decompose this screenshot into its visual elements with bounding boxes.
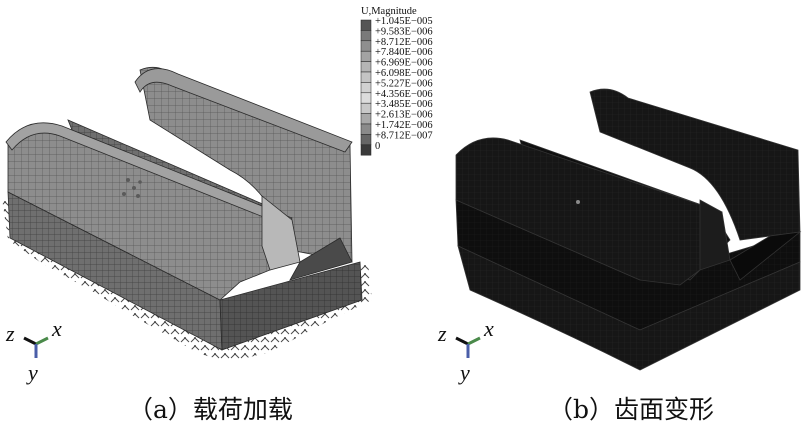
legend-value: +7.840E−006 [375,47,433,58]
legend-swatch [360,30,372,42]
deformed-front-tooth [455,137,723,286]
gear-mesh-model-loading [2,66,372,362]
legend-swatch [360,123,372,135]
z-axis-label: z [5,321,15,346]
z-axis-arrow [23,336,37,346]
legend-value: +1.742E−006 [375,120,433,131]
tooth-end-face [261,195,301,271]
deformation-marker [576,200,580,204]
load-markers [122,178,142,198]
contour-legend: U,Magnitude +1.045E−005+9.583E−006+8.712… [360,6,433,156]
legend-swatch [360,102,372,114]
legend-value: 0 [375,141,380,152]
deformed-rear-tooth [589,88,801,241]
legend-title: U,Magnitude [361,6,417,17]
legend-swatch [360,92,372,104]
legend-swatch [360,144,372,156]
legend-value: +9.583E−006 [375,26,433,37]
z-axis-arrow [455,336,469,346]
deformed-tooth-end [699,199,731,271]
legend-value: +6.098E−006 [375,68,433,79]
legend-swatch [360,50,372,62]
gear-mesh-model-deformation [455,88,802,371]
base-right-face [219,261,363,351]
legend-value: +6.969E−006 [375,58,433,69]
x-axis-label: x [483,316,494,341]
legend-value: +8.712E−006 [375,37,433,48]
groove-end-face [289,237,353,281]
deformed-groove-end [729,231,802,281]
rear-tooth-top [134,68,353,153]
legend-value: +4.356E−006 [375,89,433,100]
legend-swatch [360,82,372,94]
legend-value: +3.485E−006 [375,99,433,110]
legend-swatch [360,61,372,73]
x-axis-arrow [35,336,49,346]
y-axis-label: y [458,360,470,385]
x-axis-label: x [51,316,62,341]
legend-value: +1.045E−005 [375,16,433,27]
caption-left: （a）载荷加载 [128,395,293,424]
legend-swatch [360,71,372,83]
deformed-base-lower [457,245,801,371]
caption-right: （b）齿面变形 [548,395,715,424]
legend-value: +8.712E−007 [375,130,433,141]
legend-value: +2.613E−006 [375,110,433,121]
x-axis-arrow [467,336,481,346]
legend-value: +5.227E−006 [375,78,433,89]
legend-swatch [360,134,372,146]
legend-swatch [360,113,372,125]
y-axis-label: y [26,360,38,385]
legend-swatch [360,40,372,52]
z-axis-label: z [437,321,447,346]
axis-triad-right: z x y [437,316,494,385]
legend-swatch [360,19,372,31]
axis-triad-left: z x y [5,316,62,385]
